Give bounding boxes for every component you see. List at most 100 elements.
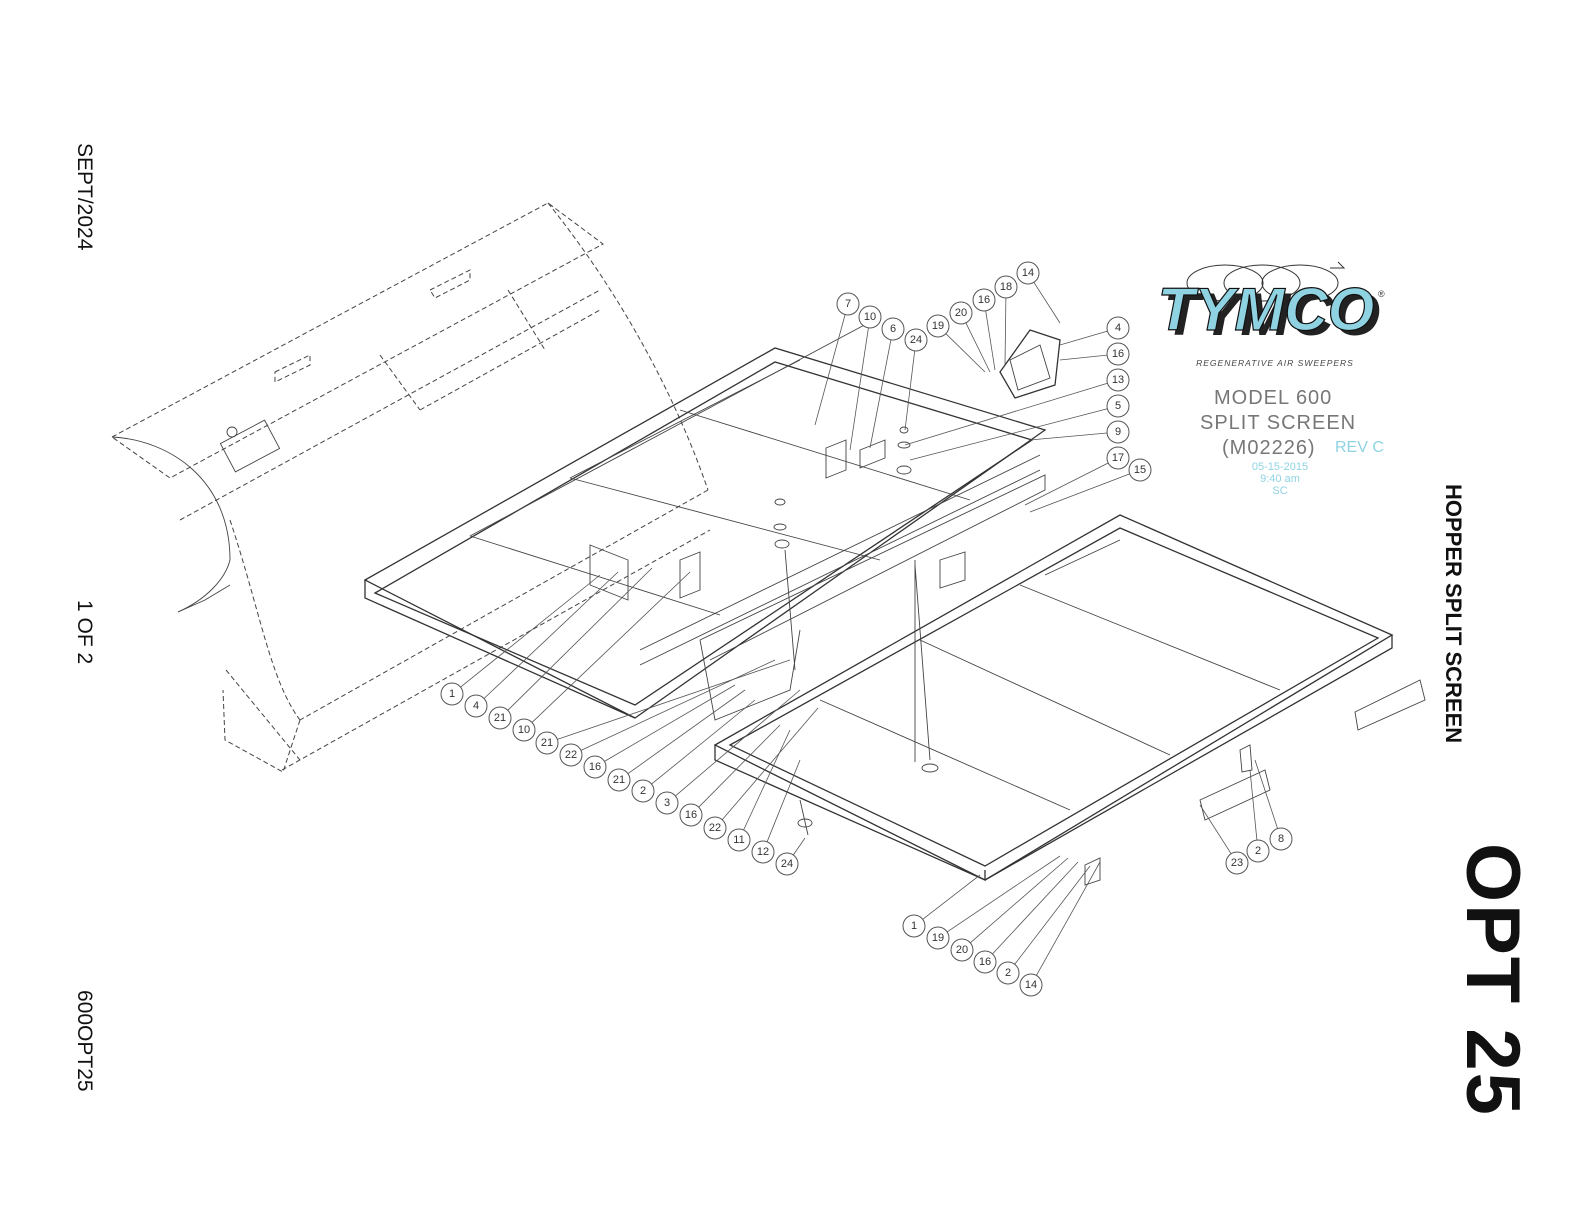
callout-circle — [1106, 420, 1130, 444]
hopper-shell — [111, 202, 711, 773]
drafter-initials: SC — [1272, 485, 1287, 497]
hardware-stack — [773, 426, 939, 836]
callout-leader-line — [945, 333, 986, 373]
callout-circle — [440, 682, 464, 706]
callout-circle — [1106, 316, 1130, 340]
tymco-logo: TYMCO TYMCO ® REGENERATIVE AIR SWEEPERS — [1157, 261, 1385, 368]
callout-leader-line — [904, 382, 1108, 446]
callout-circle — [858, 305, 882, 329]
upper-frame — [363, 321, 1047, 721]
callout-leader-line — [1249, 769, 1258, 841]
callout-circle — [655, 791, 679, 815]
callout-balloon: 14 — [1016, 261, 1040, 285]
callout-leader-line — [1059, 330, 1108, 346]
callout-number: 23 — [1231, 857, 1243, 869]
callout-number: 14 — [1025, 979, 1037, 991]
callout-leader-line — [1004, 297, 1007, 366]
part-number: (M02226) — [1222, 437, 1316, 459]
callout-number: 16 — [1112, 348, 1124, 360]
drawing-date: 05-15-2015 — [1252, 461, 1308, 473]
callout-circle — [1246, 839, 1270, 863]
callout-leader-line — [904, 350, 916, 431]
callout-number: 20 — [956, 944, 968, 956]
callout-circle — [950, 938, 974, 962]
callout-circle — [1106, 368, 1130, 392]
callout-leader-line — [721, 707, 819, 820]
callout-balloon: 24 — [775, 852, 799, 876]
callout-leader-line — [1029, 473, 1130, 513]
callout-leader-line — [1014, 865, 1091, 965]
callout-leader-line — [507, 567, 653, 711]
callout-balloon: 4 — [464, 694, 488, 718]
callout-circle — [1106, 342, 1130, 366]
callout-number: 13 — [1112, 374, 1124, 386]
callout-balloon: 18 — [994, 275, 1018, 299]
callout-number: 24 — [781, 858, 793, 870]
callout-circle — [904, 328, 928, 352]
callout-balloon: 1 — [902, 914, 926, 938]
callout-number: 17 — [1112, 452, 1124, 464]
callout-circle — [926, 314, 950, 338]
callout-leader-line — [1024, 462, 1109, 506]
callout-circle — [1225, 851, 1249, 875]
callout-balloon: 24 — [904, 328, 928, 352]
callout-leader-line — [580, 659, 776, 751]
callout-leader-line — [531, 571, 691, 723]
callout-circle — [607, 768, 631, 792]
callout-number: 21 — [613, 774, 625, 786]
callout-balloon: 4 — [1106, 316, 1130, 340]
callout-leader-line — [1254, 759, 1278, 829]
callout-balloon: 16 — [973, 950, 997, 974]
callout-balloon: 14 — [1019, 973, 1043, 997]
callout-number: 16 — [685, 809, 697, 821]
callout-circle — [1016, 261, 1040, 285]
callout-number: 21 — [494, 712, 506, 724]
callout-circle — [902, 914, 926, 938]
callout-balloon: 2 — [996, 961, 1020, 985]
callout-number: 1 — [449, 688, 455, 700]
callout-leader-line — [766, 759, 801, 842]
callout-balloon: 16 — [1106, 342, 1130, 366]
callout-leader-line — [992, 861, 1079, 955]
callout-balloon: 12 — [751, 840, 775, 864]
callout-circle — [727, 828, 751, 852]
callout-leader-line — [627, 689, 746, 774]
callout-balloon: 11 — [727, 828, 751, 852]
callout-balloon: 8 — [1269, 827, 1293, 851]
callout-balloon: 3 — [655, 791, 679, 815]
callout-balloon: 21 — [535, 731, 559, 755]
callout-leader-line — [698, 724, 781, 808]
callout-leader-line — [909, 408, 1108, 461]
callout-number: 7 — [845, 298, 851, 310]
callout-leader-line — [792, 837, 806, 856]
callout-balloon: 1 — [440, 682, 464, 706]
logo-tagline: REGENERATIVE AIR SWEEPERS — [1196, 358, 1354, 368]
callout-circle — [631, 779, 655, 803]
mount-bracket — [999, 329, 1061, 399]
callout-balloon: 15 — [1128, 458, 1152, 482]
callout-balloon: 10 — [858, 305, 882, 329]
callout-circle — [973, 950, 997, 974]
assembly-name: SPLIT SCREEN — [1200, 412, 1356, 434]
callout-balloon: 16 — [972, 288, 996, 312]
callout-balloon: 6 — [881, 317, 905, 341]
callout-leader-line — [483, 571, 619, 699]
logo-wordmark-shadow: TYMCO — [1164, 281, 1381, 348]
callout-circle — [996, 961, 1020, 985]
callout-circle — [1128, 458, 1152, 482]
callout-circle — [972, 288, 996, 312]
callout-circle — [464, 694, 488, 718]
callout-balloon: 19 — [926, 314, 950, 338]
callout-leader-line — [1033, 282, 1061, 324]
callout-leader-line — [1199, 804, 1232, 854]
callout-circle — [1019, 973, 1043, 997]
callout-circle — [703, 816, 727, 840]
callout-circle — [583, 755, 607, 779]
callout-balloon: 23 — [1225, 851, 1249, 875]
callout-circle — [751, 840, 775, 864]
callout-number: 8 — [1278, 833, 1284, 845]
callout-number: 22 — [565, 749, 577, 761]
callout-circle — [775, 852, 799, 876]
